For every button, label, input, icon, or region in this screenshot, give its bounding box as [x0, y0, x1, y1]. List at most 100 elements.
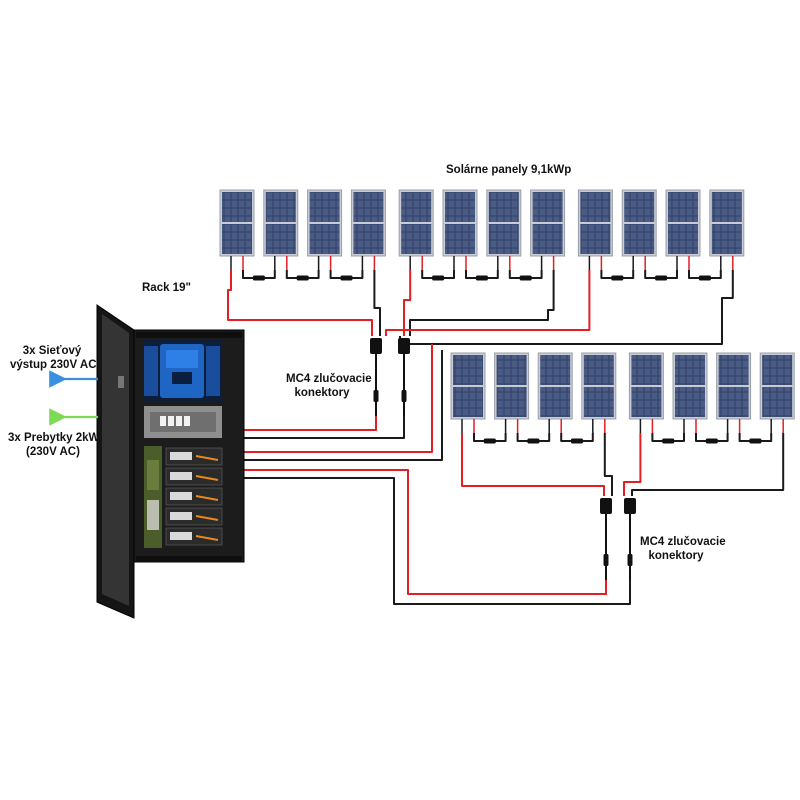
panel-cells-lower — [496, 387, 527, 417]
mc4-combiner-connectors-upper — [370, 338, 410, 416]
mc4-plug — [655, 275, 668, 281]
mc4-plug — [611, 275, 624, 281]
mc4-plug — [571, 438, 583, 444]
solar-panel — [350, 189, 386, 270]
mc4-plug — [340, 275, 353, 281]
battery-display — [170, 452, 192, 460]
solar-panel — [307, 189, 343, 270]
mc4-plug — [705, 438, 718, 444]
panel-cells-upper — [580, 192, 611, 222]
battery-display — [170, 512, 192, 520]
panel-cells-lower — [718, 387, 749, 417]
solar-panel — [494, 352, 530, 433]
string-b-negative — [409, 270, 555, 336]
battery-modules — [165, 447, 223, 546]
panels-title: Solárne panely 9,1kWp — [446, 164, 572, 176]
battery-cable — [195, 475, 219, 481]
panel-cells-lower — [488, 224, 519, 254]
panel-cells-upper — [445, 192, 475, 222]
lower-string-a-positive — [461, 433, 605, 496]
lower-panel-array — [450, 352, 795, 433]
panel-cells-upper — [353, 192, 384, 222]
mc4-upper-label: MC4 zlučovacie konektory — [286, 372, 372, 400]
mc4-combiner-body — [624, 498, 636, 514]
lower-string-a-negative — [603, 433, 613, 496]
mc4-plug — [432, 275, 445, 281]
panel-cells-upper — [453, 355, 483, 385]
door-handle — [118, 376, 124, 388]
surplus-label-line2: (230V AC) — [26, 446, 80, 458]
grid-output-label-line1: 3x Sieťový — [22, 345, 82, 357]
battery-display — [170, 492, 192, 500]
grid-output-label-line2: výstup 230V AC — [10, 359, 97, 371]
solar-panel — [621, 189, 657, 270]
panel-cells-upper — [675, 355, 705, 385]
mc4-combiner-body — [370, 338, 382, 354]
panel-cells-upper — [762, 355, 793, 385]
panel-cells-lower — [631, 387, 662, 417]
solar-panel — [759, 352, 795, 433]
string-a-positive — [227, 270, 373, 336]
panel-cells-upper — [309, 192, 340, 222]
combined-lower-positive — [244, 469, 607, 595]
mc4-plug — [603, 554, 609, 566]
solar-panel — [219, 189, 255, 270]
string-c-negative — [399, 270, 734, 345]
battery-display — [170, 532, 192, 540]
panel-cells-upper — [668, 192, 698, 222]
mc4-upper-label-line1: MC4 zlučovacie — [286, 373, 372, 385]
solar-panel — [537, 352, 573, 433]
mc4-plug — [749, 438, 762, 444]
panel-cells-upper — [401, 192, 432, 222]
mc4-combiner-body — [398, 338, 410, 354]
mc4-plug — [373, 390, 379, 402]
panel-cells-upper — [265, 192, 296, 222]
battery-cable — [195, 515, 219, 521]
solar-panel — [398, 189, 434, 270]
string-a-negative — [373, 270, 381, 336]
panel-cells-lower — [624, 224, 655, 254]
solar-panel — [486, 189, 522, 270]
panel-cells-lower — [445, 224, 475, 254]
grid-output-label: 3x Sieťový výstup 230V AC — [10, 344, 97, 372]
panel-cells-lower — [309, 224, 340, 254]
panel-cells-lower — [583, 387, 614, 417]
surplus-label-line1: 3x Prebytky 2kW — [8, 432, 100, 444]
mc4-plug — [475, 275, 488, 281]
mc4-plug — [519, 275, 532, 281]
panel-cells-upper — [631, 355, 662, 385]
panel-cells-upper — [718, 355, 749, 385]
mc4-plug — [698, 275, 711, 281]
upper-panel-array — [219, 189, 745, 270]
rack-door-glass — [102, 314, 129, 606]
battery-cable — [195, 495, 219, 501]
panel-cells-lower — [265, 224, 296, 254]
solar-panel — [530, 189, 566, 270]
solar-panel — [442, 189, 478, 270]
lower-string-b-positive — [623, 433, 642, 496]
panel-cells-lower — [222, 224, 252, 254]
mc4-combiner-connectors-lower — [600, 498, 636, 580]
solar-panel — [263, 189, 299, 270]
panel-cells-upper — [532, 192, 563, 222]
panel-cells-upper — [488, 192, 519, 222]
panel-cells-lower — [401, 224, 432, 254]
panel-cells-lower — [762, 387, 793, 417]
battery-display — [170, 472, 192, 480]
rack-cabinet — [96, 304, 245, 619]
combined-upper-positive — [244, 416, 377, 431]
solar-panel — [450, 352, 486, 433]
panel-cells-lower — [668, 224, 698, 254]
mc4-upper-label-line2: konektory — [294, 387, 350, 399]
solar-panel — [709, 189, 745, 270]
solar-panel — [577, 189, 613, 270]
battery-cable — [195, 535, 219, 541]
mc4-plug — [296, 275, 309, 281]
mc4-plug — [527, 438, 540, 444]
panel-cells-lower — [580, 224, 611, 254]
panel-cells-lower — [453, 387, 483, 417]
mc4-lower-label: MC4 zlučovacie konektory — [640, 535, 726, 563]
panel-cells-lower — [532, 224, 563, 254]
mc4-plug — [662, 438, 675, 444]
solar-panel — [628, 352, 664, 433]
